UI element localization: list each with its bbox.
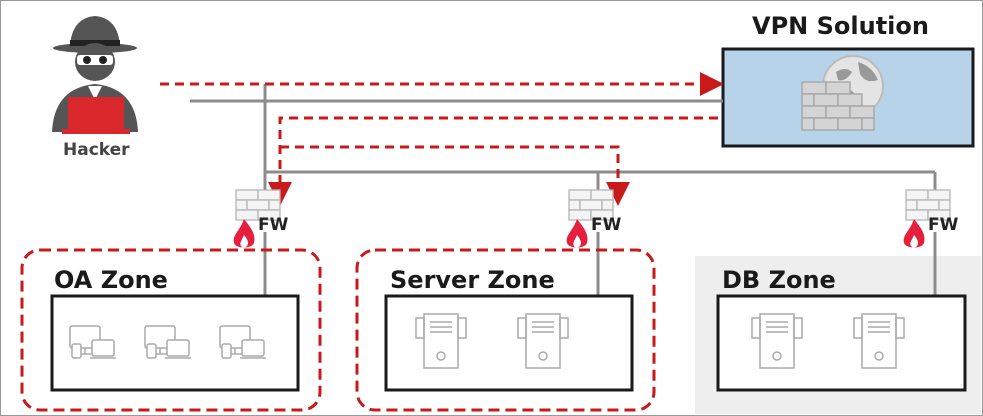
attack-path-to-oa <box>268 116 718 206</box>
network-lines <box>190 84 937 330</box>
computer-icon <box>144 325 191 359</box>
flame-icon <box>903 219 925 248</box>
attack-paths <box>160 72 724 206</box>
vpn-title: VPN Solution <box>752 12 929 40</box>
db-zone-label: DB Zone <box>722 266 836 294</box>
brick-firewall-icon <box>568 189 614 221</box>
hacker-icon <box>52 16 138 134</box>
server-zone-box <box>384 294 634 392</box>
flame-icon <box>566 219 588 248</box>
server-icon <box>853 313 905 369</box>
server-icon <box>517 313 569 369</box>
hacker-label: Hacker <box>63 140 130 160</box>
brick-firewall-icon <box>905 189 951 221</box>
server-zone-border <box>355 248 656 412</box>
oa-zone-label: OA Zone <box>54 266 168 294</box>
firewall-label-db: FW <box>928 215 959 235</box>
firewall-label-oa: FW <box>258 215 289 235</box>
flame-icon <box>233 219 255 248</box>
server-icon <box>415 313 467 369</box>
globe-firewall-icon <box>801 55 884 131</box>
server-zone-label: Server Zone <box>390 266 555 294</box>
firewall-label-server: FW <box>591 215 622 235</box>
brick-firewall-icon <box>235 189 281 221</box>
computer-icon <box>69 325 116 359</box>
server-icon <box>751 313 803 369</box>
db-zone-box <box>716 294 967 392</box>
computer-icon <box>219 325 266 359</box>
attack-path-to-server <box>280 145 630 206</box>
